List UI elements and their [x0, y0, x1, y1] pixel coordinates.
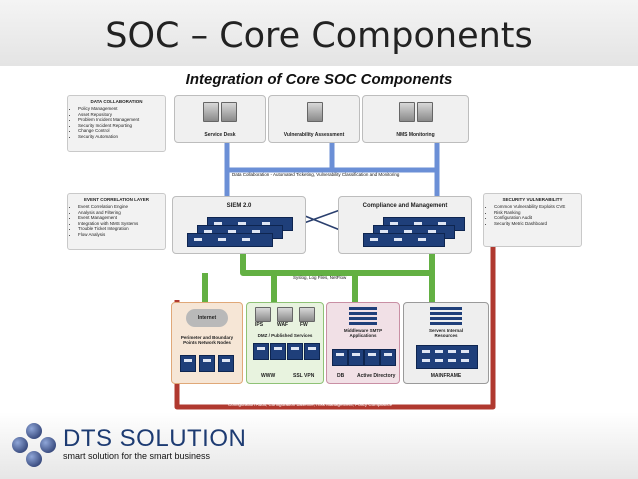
list-item: Trouble Ticket Integration [78, 226, 165, 232]
server-icon [332, 349, 348, 366]
active-directory-label: Active Directory [357, 373, 396, 379]
ssl-vpn-label: SSL VPN [293, 373, 315, 379]
server-icon [287, 343, 303, 360]
compliance-panel: Compliance and Management [338, 196, 472, 254]
vulnerability-assessment-label: Vulnerability Assessment [283, 132, 345, 138]
logo-tagline: smart solution for the smart business [63, 451, 211, 461]
title-bar [0, 0, 638, 66]
list-item: Policy Management [78, 106, 165, 112]
data-collaboration-title: DATA COLLABORATION [90, 99, 143, 104]
appliance-icon [363, 233, 445, 247]
list-item: Security Automation [78, 134, 165, 140]
waf-label: WAF [277, 322, 289, 328]
server-icon [380, 349, 396, 366]
node-icon [218, 355, 234, 372]
db-label: DB [337, 373, 345, 379]
list-item: Asset Repository [78, 112, 165, 118]
cloud-icon [186, 309, 228, 327]
middleware-panel: Middleware SMTP Applications DB Active D… [326, 302, 400, 384]
server-icon [203, 102, 219, 122]
internet-label: Internet [197, 315, 217, 321]
servers-icon [430, 307, 462, 327]
server-icon [417, 102, 433, 122]
node-icon [180, 355, 196, 372]
list-item: Change Control [78, 128, 165, 134]
top-band-label: Data Collaboration - Automated Ticketing… [232, 172, 400, 177]
list-item: Event Correlation Engine [78, 204, 165, 210]
appliance-icon [187, 233, 273, 247]
node-icon [199, 355, 215, 372]
list-item: Event Management [78, 215, 165, 221]
siem-panel: SIEM 2.0 [172, 196, 306, 254]
perimeter-panel: Internet Perimeter and Boundary Points N… [171, 302, 243, 384]
list-item: Security Incident Reporting [78, 123, 165, 129]
dmz-label: DMZ / Published Services [257, 333, 313, 338]
servers-label: Servers Internal Resources [428, 328, 464, 338]
event-correlation-box: EVENT CORRELATION LAYER Event Correlatio… [67, 193, 166, 250]
compliance-label: Compliance and Management [362, 203, 448, 209]
fw-icon [299, 307, 315, 322]
fw-label: FW [300, 322, 308, 328]
data-collaboration-box: DATA COLLABORATION Policy Management Ass… [67, 95, 166, 152]
list-item: Integration with NMS Systems [78, 221, 165, 227]
vulnerability-assessment-panel: Vulnerability Assessment [268, 95, 360, 143]
server-icon [270, 343, 286, 360]
server-icon [399, 102, 415, 122]
server-icon [253, 343, 269, 360]
dmz-panel: IPS WAF FW DMZ / Published Services WWW … [246, 302, 324, 384]
server-icon [221, 102, 237, 122]
service-desk-label: Service Desk [204, 132, 236, 138]
list-item: Configuration Audit [494, 215, 581, 221]
service-desk-panel: Service Desk [174, 95, 266, 143]
event-correlation-title: EVENT CORRELATION LAYER [83, 197, 149, 202]
footer [0, 412, 638, 479]
server-icon [364, 349, 380, 366]
nms-monitoring-panel: NMS Monitoring [362, 95, 469, 143]
perimeter-label: Perimeter and Boundary Points Network No… [180, 335, 234, 345]
waf-icon [277, 307, 293, 322]
ips-icon [255, 307, 271, 322]
list-item: Common Vulnerability Exploits CVE [494, 204, 581, 210]
bottom-band-label: Configuration Audit, Configuration Basel… [228, 402, 393, 407]
middleware-label: Middleware SMTP Applications [343, 328, 383, 338]
server-icon [307, 102, 323, 122]
www-label: WWW [261, 373, 276, 379]
list-item: Analysis and Filtering [78, 210, 165, 216]
mainframe-label: MAINFRAME [430, 373, 462, 379]
list-item: Flow Analysis [78, 232, 165, 238]
list-item: Security Metric Dashboard [494, 221, 581, 227]
list-item: Risk Ranking [494, 210, 581, 216]
server-icon [304, 343, 320, 360]
security-vulnerability-box: SECURITY VULNERABILITY Common Vulnerabil… [483, 193, 582, 247]
logo-name: DTS SOLUTION [63, 425, 247, 452]
dts-logo-icon [12, 423, 60, 471]
slide-title: SOC – Core Components [105, 16, 533, 56]
mainframe-icon [416, 345, 478, 369]
security-vulnerability-title: SECURITY VULNERABILITY [502, 197, 563, 202]
servers-panel: Servers Internal Resources MAINFRAME [403, 302, 489, 384]
server-icon [348, 349, 364, 366]
ips-label: IPS [255, 322, 264, 328]
green-connector [202, 252, 435, 302]
middleware-icon [349, 307, 377, 327]
list-item: Problem Incident Management [78, 117, 165, 123]
siem-label: SIEM 2.0 [226, 203, 252, 209]
slide-subtitle: Integration of Core SOC Components [185, 71, 453, 88]
blue-connector [224, 140, 440, 196]
nms-monitoring-label: NMS Monitoring [396, 132, 435, 138]
mid-band-label: Syslog, Log Files, NetFlow [293, 275, 347, 280]
